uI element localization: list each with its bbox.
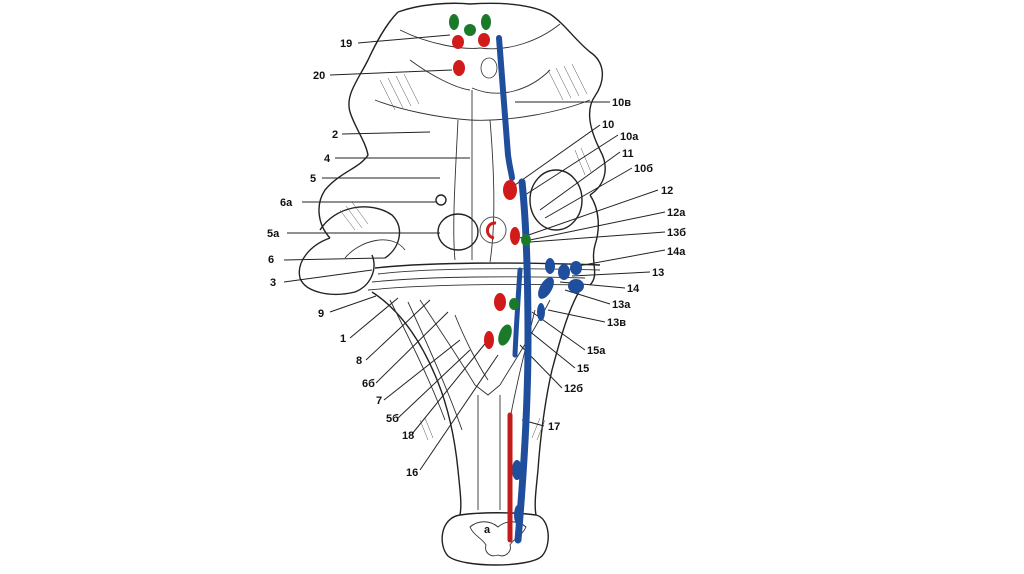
- nucleus-19-right: [478, 33, 490, 47]
- nucleus-18-red: [484, 331, 494, 349]
- label-10: 10: [602, 119, 614, 131]
- label-15a: 15а: [587, 345, 606, 357]
- label-19: 19: [340, 38, 352, 50]
- parasympathetic-nuclei: [449, 14, 531, 346]
- label-2: 2: [332, 129, 338, 141]
- label-7: 7: [376, 395, 382, 407]
- label-12: 12: [661, 185, 673, 197]
- nucleus-13-b: [558, 264, 570, 280]
- label-10a: 10а: [620, 131, 639, 143]
- nucleus-19-green-left: [449, 14, 459, 30]
- label-12a: 12а: [667, 207, 686, 219]
- nucleus-15-green: [509, 298, 519, 310]
- label-14a: 14а: [667, 246, 686, 258]
- nucleus-20-right: [480, 57, 498, 79]
- nucleus-12-ring: [479, 216, 507, 244]
- label-6a: 6а: [280, 197, 293, 209]
- sensory-tract-medial: [512, 267, 523, 358]
- label-13a: 13а: [612, 299, 631, 311]
- label-10v: 10в: [612, 97, 631, 109]
- label-13b: 13б: [667, 227, 686, 239]
- nucleus-19-green-mid: [464, 24, 476, 36]
- label-6b: 6б: [362, 378, 375, 390]
- nucleus-15-blue: [512, 460, 522, 480]
- label-13v: 13в: [607, 317, 626, 329]
- nucleus-12-red: [510, 227, 520, 245]
- nucleus-13-a: [545, 258, 555, 274]
- nucleus-14: [568, 279, 584, 293]
- motor-nuclei: [452, 33, 520, 543]
- labels: 19 20 10в 2 10 10а 4 11 10б 5 12 6а 12а …: [267, 38, 686, 536]
- nucleus-19-left: [452, 35, 464, 49]
- label-6: 6: [268, 254, 274, 266]
- nucleus-16-green: [498, 324, 512, 346]
- label-16: 16: [406, 467, 418, 479]
- label-1: 1: [340, 333, 346, 345]
- label-14: 14: [627, 283, 640, 295]
- label-a-cord: а: [484, 524, 491, 536]
- label-10b: 10б: [634, 163, 653, 175]
- label-4: 4: [324, 153, 331, 165]
- label-11: 11: [622, 148, 634, 160]
- nucleus-13v: [537, 303, 545, 321]
- nucleus-20-left: [453, 60, 465, 76]
- label-5a: 5а: [267, 228, 280, 240]
- brainstem-outline: [298, 2, 606, 566]
- label-20: 20: [313, 70, 325, 82]
- nucleus-10-red: [503, 180, 517, 200]
- sensory-tract-upper: [496, 35, 515, 181]
- label-3: 3: [270, 277, 276, 289]
- label-17: 17: [548, 421, 560, 433]
- label-12b: 12б: [564, 383, 583, 395]
- label-13: 13: [652, 267, 664, 279]
- label-9: 9: [318, 308, 324, 320]
- nucleus-19-green-right: [481, 14, 491, 30]
- label-5: 5: [310, 173, 316, 185]
- nucleus-cord-blue: [514, 505, 522, 525]
- label-8: 8: [356, 355, 362, 367]
- leader-lines: [283, 34, 666, 471]
- nucleus-12a-green: [521, 234, 531, 246]
- label-15: 15: [577, 363, 589, 375]
- nucleus-15a-red: [494, 293, 506, 311]
- nucleus-14a: [570, 261, 582, 275]
- nucleus-13a: [538, 277, 554, 299]
- nucleus-12-center: [486, 221, 497, 240]
- sensory-tract-main: [514, 178, 532, 544]
- label-18: 18: [402, 430, 414, 442]
- label-5b: 5б: [386, 413, 399, 425]
- sensory-nuclei: [496, 35, 584, 544]
